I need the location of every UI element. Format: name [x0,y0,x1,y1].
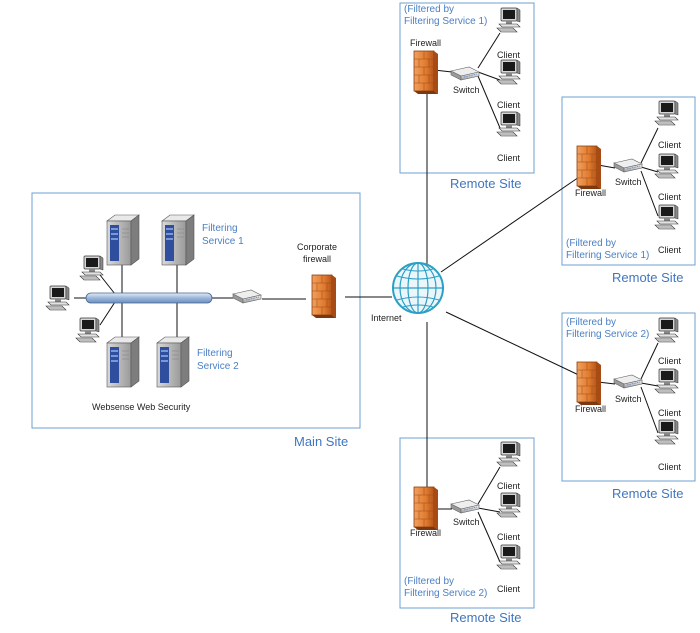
main-site-caption: Main Site [294,434,348,449]
filtering-service-1-label: Service 1 [202,236,244,247]
filtered-by-label: Filtering Service 1) [566,250,649,261]
client-computer-icon [45,285,70,311]
switch-icon [450,66,480,81]
client-label: Client [658,140,682,150]
wan-links [345,92,586,490]
firewall-icon [413,486,439,531]
remote-site-caption: Remote Site [612,270,684,285]
client-computer-icon [654,100,679,126]
switch-icon [613,374,643,389]
remote-site-2-box [561,96,696,266]
client-computer-icon [79,255,104,281]
filtered-by-label: Filtering Service 2) [404,588,487,599]
switch-label: Switch [453,517,480,527]
remote-site-caption: Remote Site [450,610,522,625]
client-label: Client [497,481,521,491]
client-label: Client [497,100,521,110]
firewall-label: Firewall [410,38,441,48]
client-label: Client [497,153,521,163]
client-computer-icon [496,111,521,137]
internet: Internet [371,262,444,323]
remote-site-3: (Filtered by Filtering Service 2) Firewa… [566,317,684,501]
client-computer-icon [496,7,521,33]
client-label: Client [658,408,682,418]
client-computer-icon [496,544,521,570]
switch-icon [232,289,262,304]
remote-site-4: Firewall Switch Client Client Client (Fi… [404,441,522,625]
filtered-by-label: (Filtered by [404,576,454,587]
switch-label: Switch [615,394,642,404]
remote-site-caption: Remote Site [612,486,684,501]
filtering-service-2-server-icon [106,336,140,388]
switch-icon [613,158,643,173]
internet-label: Internet [371,313,402,323]
corporate-firewall-label: Corporate [297,242,337,252]
firewall-label: Firewall [575,404,606,414]
switch-label: Switch [615,177,642,187]
client-computer-icon [496,441,521,467]
corporate-firewall-label: firewall [303,254,331,264]
client-label: Client [658,245,682,255]
firewall-label: Firewall [410,528,441,538]
firewall-icon [413,50,439,95]
corporate-firewall-icon [311,274,337,319]
remote-site-1-box [399,2,535,174]
firewall-label: Firewall [575,188,606,198]
client-computer-icon [654,204,679,230]
remote-site-4-box [399,437,535,609]
main-site: Filtering Service 1 Filtering Service 2 … [45,214,348,449]
client-computer-icon [654,419,679,445]
client-label: Client [497,584,521,594]
client-computer-icon [75,317,100,343]
lan-backbone [85,292,213,304]
filtering-service-2-label: Service 2 [197,361,239,372]
filtering-service-2-label: Filtering [197,348,233,359]
remote-site-1: (Filtered by Filtering Service 1) Firewa… [404,4,522,191]
filtering-service-1-label: Filtering [202,223,238,234]
client-computer-icon [496,492,521,518]
filtered-by-label: Filtering Service 2) [566,329,649,340]
server-icon [106,214,140,266]
product-label: Websense Web Security [92,402,191,412]
client-computer-icon [654,153,679,179]
remote-site-caption: Remote Site [450,176,522,191]
filtered-by-label: Filtering Service 1) [404,16,487,27]
client-computer-icon [654,317,679,343]
remote-site-2: Firewall Switch Client Client Client (Fi… [566,100,684,285]
client-label: Client [658,462,682,472]
remote-site-3-box [561,312,696,482]
main-site-box [31,192,361,429]
switch-label: Switch [453,85,480,95]
client-label: Client [497,50,521,60]
firewall-icon [576,145,602,190]
client-computer-icon [496,59,521,85]
firewall-icon [576,361,602,406]
switch-icon [450,499,480,514]
filtering-service-1-server-icon [161,214,195,266]
client-label: Client [658,356,682,366]
client-computer-icon [654,368,679,394]
client-label: Client [497,532,521,542]
filtered-by-label: (Filtered by [404,4,454,15]
filtered-by-label: (Filtered by [566,317,616,328]
server-icon [156,336,190,388]
internet-globe-icon [392,262,444,314]
client-label: Client [658,192,682,202]
filtered-by-label: (Filtered by [566,238,616,249]
